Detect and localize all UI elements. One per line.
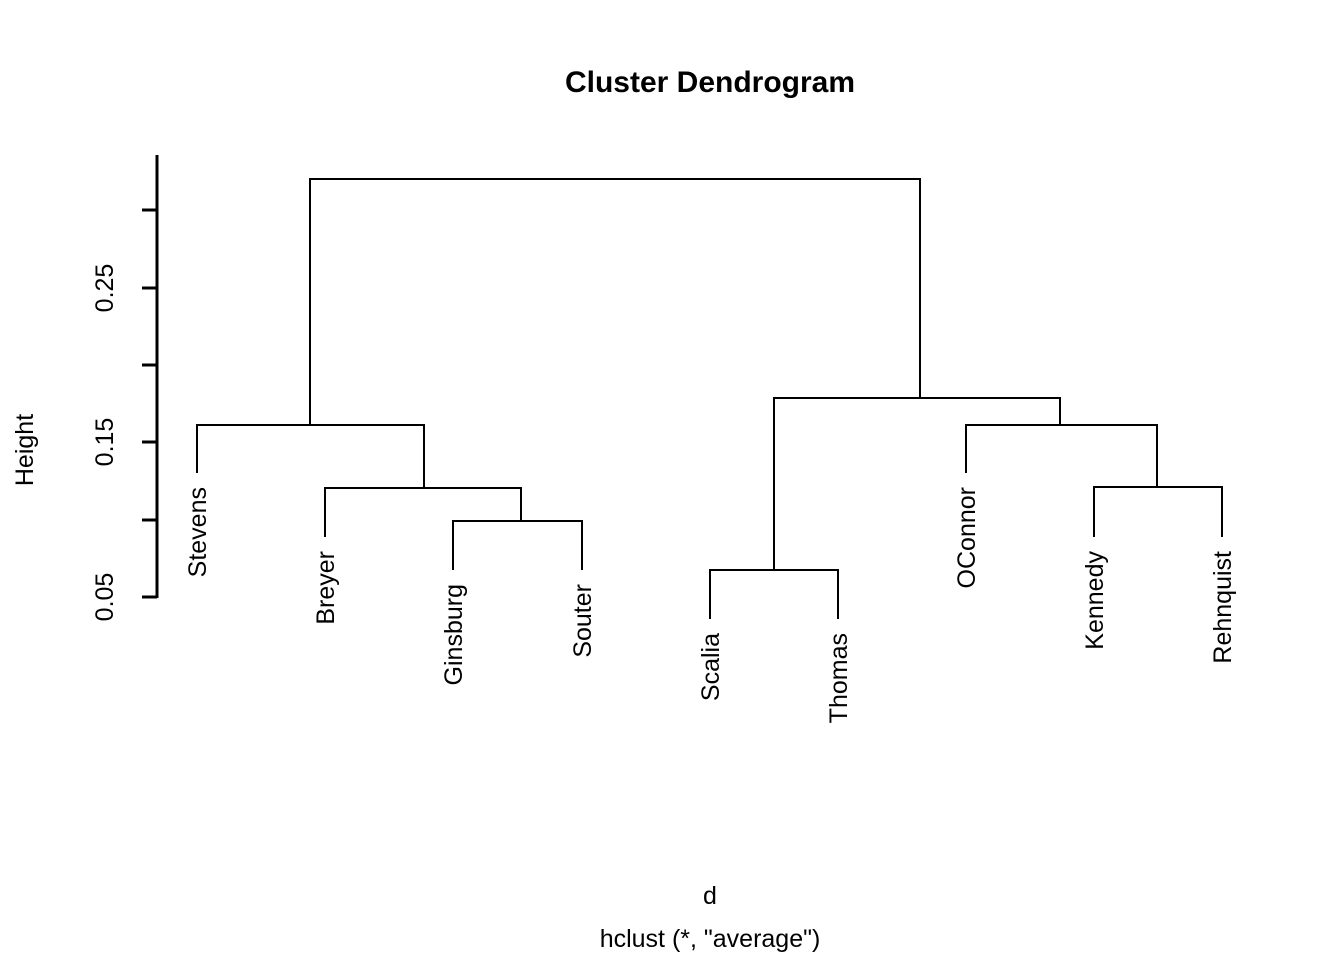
y-tick-label-0.25: 0.25 — [91, 264, 119, 313]
leaf-label-rehnquist: Rehnquist — [1209, 551, 1237, 664]
y-tick-label-0.15: 0.15 — [91, 418, 119, 467]
merge-kennedy-rehnquist — [1092, 485, 1224, 537]
merge-scaliathomas-oconnorgroup — [772, 396, 1062, 570]
page-title: Cluster Dendrogram — [565, 66, 855, 99]
leaf-label-thomas: Thomas — [825, 633, 853, 723]
merge-breyer-ginsburgsouter — [323, 486, 523, 537]
leaf-label-stevens: Stevens — [184, 487, 212, 577]
merge-stevens-breyergroup — [195, 423, 426, 488]
leaf-label-kennedy: Kennedy — [1081, 551, 1109, 650]
y-tick-label-0.05: 0.05 — [91, 573, 119, 622]
merge-root — [308, 177, 922, 425]
merge-scalia-thomas — [708, 568, 840, 619]
merge-ginsburg-souter — [451, 519, 584, 570]
x-axis-subtitle: hclust (*, "average") — [600, 925, 821, 953]
leaf-label-souter: Souter — [569, 584, 597, 658]
x-axis-label: d — [703, 882, 717, 910]
y-axis-label: Height — [11, 414, 39, 486]
leaf-label-oconnor: OConnor — [953, 487, 981, 588]
leaf-label-breyer: Breyer — [312, 551, 340, 625]
leaf-label-ginsburg: Ginsburg — [440, 584, 468, 685]
leaf-label-scalia: Scalia — [697, 633, 725, 701]
merge-oconnor-kennedyrehnquist — [964, 423, 1159, 487]
